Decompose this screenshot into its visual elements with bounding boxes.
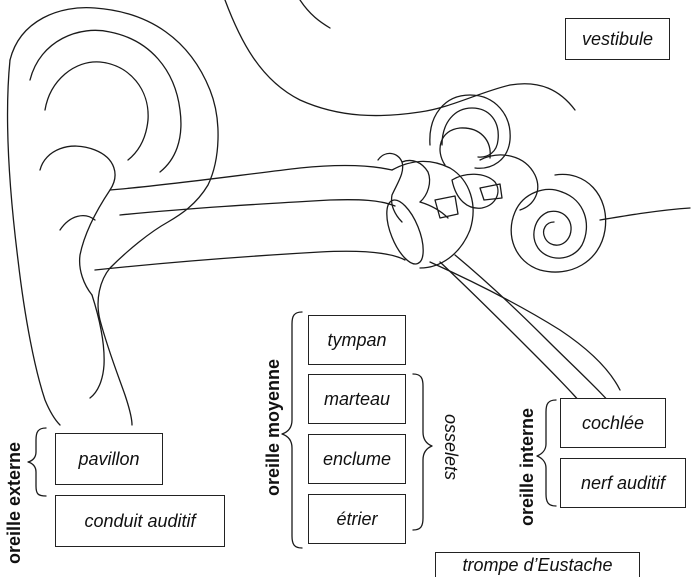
incus [402,160,430,202]
label-cochlee: cochlée [560,398,666,448]
brace-interne [537,400,556,506]
label-vestibule: vestibule [565,18,670,60]
label-pavillon: pavillon [55,433,163,485]
concha [40,146,115,295]
tube-curve [300,0,330,28]
auricle-back-edge [8,60,60,425]
group-oreille-moyenne: oreille moyenne [263,359,284,496]
label-tympan: tympan [308,315,406,365]
group-osselets: osselets [440,414,461,480]
skull-curve [225,0,575,116]
oval-shape [480,184,502,200]
group-oreille-externe: oreille externe [4,442,25,564]
tragus [60,216,95,230]
ear-canal-lower [95,251,405,270]
ear-canal-upper [110,166,392,190]
group-oreille-interne: oreille interne [517,408,538,526]
brace-osselets [413,374,432,530]
nerve-bundle [600,208,690,220]
lobe [90,295,104,398]
brace-externe [28,428,46,496]
label-conduit-auditif: conduit auditif [55,495,225,547]
middle-ear-cavity [392,161,473,268]
label-nerf-auditif: nerf auditif [560,458,686,508]
label-trompe-eustache: trompe d’Eustache [435,552,640,577]
label-marteau: marteau [308,374,406,424]
antihelix [45,62,148,160]
cochlea-mid [534,192,587,258]
stapes [420,196,458,218]
eardrum [379,195,430,269]
canal-3 [480,155,538,210]
cochlea-inner [544,211,572,245]
eustachian-tube-2 [455,255,625,420]
neck-curve [430,262,620,390]
brace-moyenne [282,312,302,548]
vestibule-body [452,174,498,208]
label-enclume: enclume [308,434,406,484]
ear-canal-mid [120,200,395,215]
label-etrier: étrier [308,494,406,544]
auricle-outline [10,8,218,425]
cochlea-outer [511,174,605,272]
helix-inner [30,30,181,172]
malleus [378,153,403,222]
